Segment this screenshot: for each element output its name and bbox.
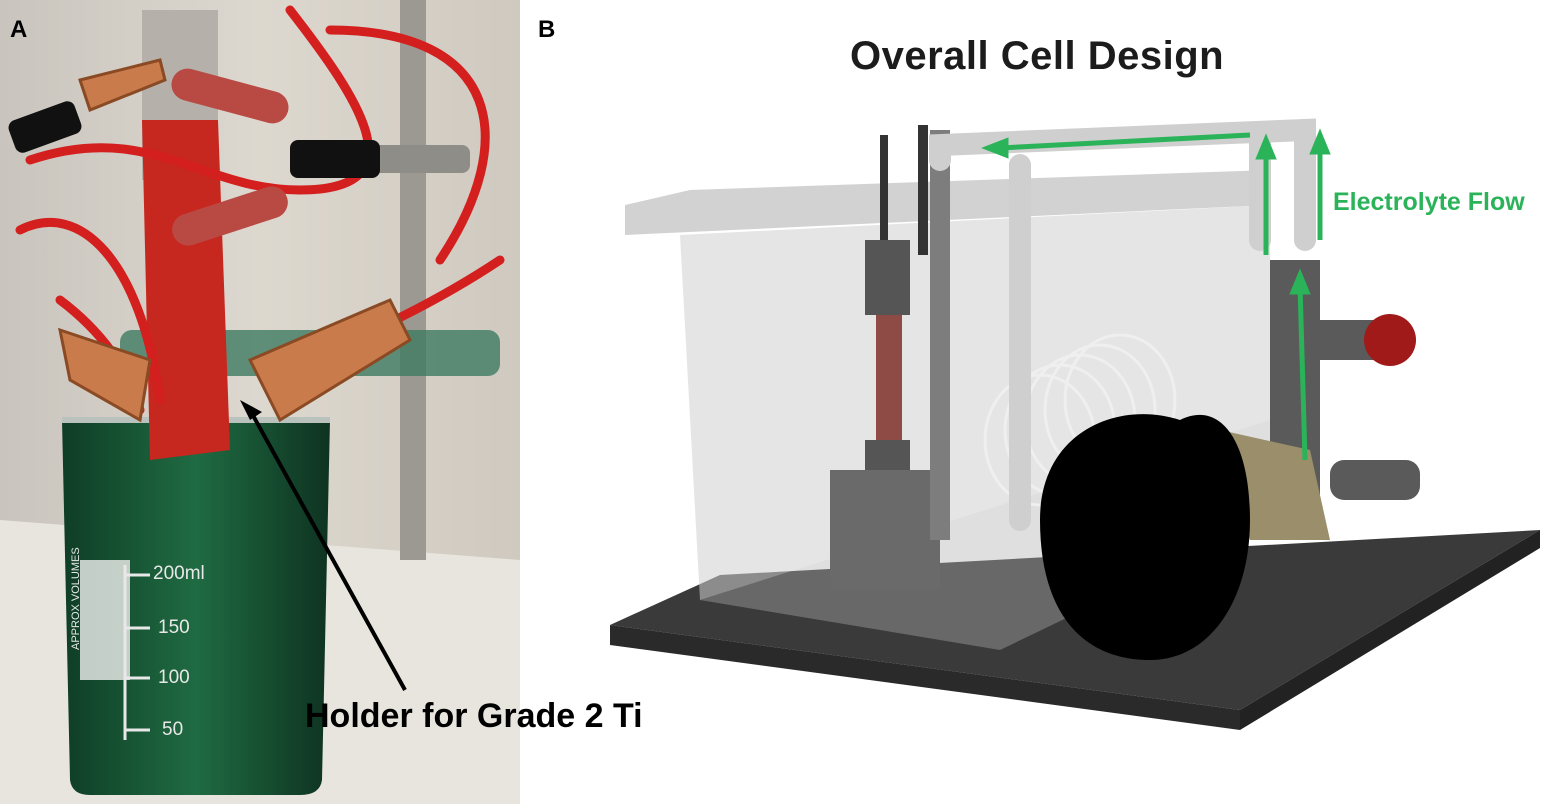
holder-annotation-label: Holder for Grade 2 Ti [305, 697, 643, 735]
graduation-200: 200ml [153, 563, 205, 584]
panel-label-a: A [10, 16, 28, 43]
stand-pole [400, 0, 426, 560]
graduation-100: 100 [158, 667, 190, 688]
render-title: Overall Cell Design [850, 34, 1225, 78]
motor [1040, 414, 1250, 660]
beaker-photo [0, 0, 520, 804]
valve-handle-icon [1364, 314, 1416, 366]
beaker [62, 417, 330, 795]
annotation-arrow [248, 409, 407, 691]
panel-label-b: B [538, 16, 556, 43]
graduation-150: 150 [158, 617, 190, 638]
flow-arrows [981, 128, 1331, 461]
cell-render [610, 118, 1540, 730]
electrode-column [830, 125, 950, 590]
beaker-vertical-text: APPROX VOLUMES [70, 547, 82, 650]
electrolyte-flow-label: Electrolyte Flow [1333, 188, 1525, 216]
graduation-50: 50 [162, 719, 184, 740]
